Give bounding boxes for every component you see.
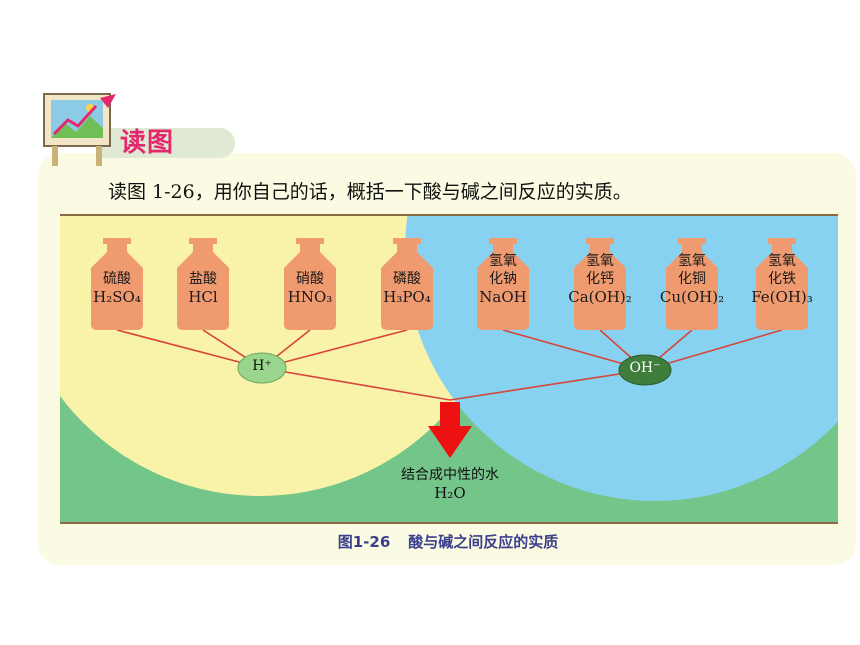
base-formula: Fe(OH)₃ <box>751 288 813 306</box>
acid-line-0 <box>116 329 263 369</box>
acid-bottle-1 <box>177 238 229 330</box>
base-name: 氢氧 <box>678 253 706 269</box>
acid-ion-label: H⁺ <box>252 358 272 374</box>
base-name: 氢氧 <box>768 253 796 269</box>
acid-ion-bubble <box>237 352 287 384</box>
acid-formula: HCl <box>188 288 218 306</box>
base-name: 氢氧 <box>489 253 517 269</box>
acid-formula: H₃PO₄ <box>383 288 431 306</box>
base-name: 化钠 <box>489 271 517 287</box>
diagram-canvas <box>60 216 838 501</box>
bottles-group <box>91 238 808 330</box>
header-tab <box>100 128 235 158</box>
base-ion-label: OH⁻ <box>629 360 661 376</box>
base-to-water-line <box>449 369 646 401</box>
base-bottle-1 <box>574 238 626 330</box>
instruction-text: 读图 1-26，用你自己的话，概括一下酸与碱之间反应的实质。 <box>108 181 632 203</box>
base-formula: NaOH <box>479 288 527 306</box>
base-formula: Ca(OH)₂ <box>568 288 632 306</box>
base-bottle-0 <box>477 238 529 330</box>
base-name: 化钙 <box>586 271 614 287</box>
acid-bottle-0 <box>91 238 143 330</box>
base-bottle-2 <box>666 238 718 330</box>
acid-name: 磷酸 <box>393 271 421 287</box>
acid-name: 硝酸 <box>296 271 324 287</box>
figure-caption: 图1-26 酸与碱之间反应的实质 <box>38 531 858 552</box>
acid-name: 盐酸 <box>189 271 217 287</box>
caption-title: 酸与碱之间反应的实质 <box>408 533 559 551</box>
monitor-chart-icon <box>43 93 116 166</box>
base-name: 氢氧 <box>586 253 614 269</box>
acid-name: 硫酸 <box>103 271 131 287</box>
base-name: 化铁 <box>768 271 796 287</box>
acid-formula: HNO₃ <box>287 288 333 306</box>
acid-formula: H₂SO₄ <box>93 288 141 306</box>
result-name: 结合成中性的水 <box>401 467 499 483</box>
base-ion-bubble <box>618 354 672 386</box>
base-bottle-3 <box>756 238 808 330</box>
acid-to-water-line <box>261 367 451 401</box>
acid-line-3 <box>261 329 408 369</box>
down-arrow-icon <box>428 402 472 458</box>
acid-bottle-3 <box>381 238 433 330</box>
base-formula: Cu(OH)₂ <box>659 288 725 306</box>
acid-bottle-2 <box>284 238 336 330</box>
caption-number: 图1-26 <box>337 533 391 551</box>
section-title: 读图 <box>120 128 175 158</box>
base-name: 化铜 <box>678 271 706 287</box>
result-formula: H₂O <box>434 484 466 502</box>
